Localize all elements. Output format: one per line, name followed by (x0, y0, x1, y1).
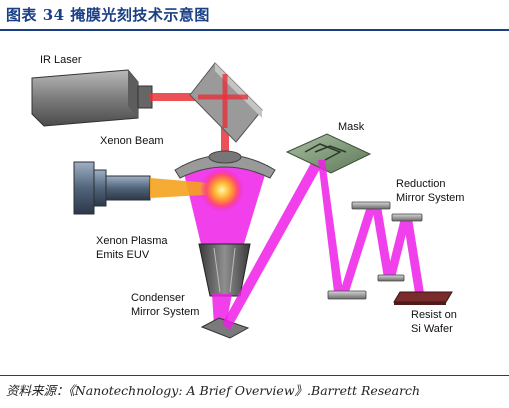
reduction-mirror-4 (327, 290, 367, 300)
euv-lithography-diagram: IR Laser Xenon Beam Xenon Plasma Emits E… (31, 54, 464, 339)
label-condenser-1: Condenser (131, 292, 185, 304)
label-reduction-2: Mirror System (396, 192, 464, 204)
xenon-plasma (200, 168, 244, 212)
reduction-mirrors (327, 201, 423, 300)
source-note: 资料来源：《Nanotechnology: A Brief Overview》.… (6, 383, 421, 398)
si-wafer (393, 291, 453, 305)
label-condenser-2: Mirror System (131, 306, 199, 318)
ir-laser (31, 69, 153, 127)
figure-title: 图表 34 掩膜光刻技术示意图 (6, 6, 210, 24)
steering-mirror (200, 317, 250, 339)
label-xenon-plasma-1: Xenon Plasma (96, 235, 168, 247)
mask (285, 133, 372, 174)
reduction-mirror-3 (377, 274, 405, 282)
reduction-beam-path (318, 160, 424, 293)
reduction-mirror-1 (351, 201, 391, 210)
label-xenon-beam: Xenon Beam (100, 135, 164, 147)
label-resist-1: Resist on (411, 309, 457, 321)
label-reduction-1: Reduction (396, 178, 446, 190)
label-mask: Mask (338, 121, 365, 133)
footer-rule (0, 375, 509, 376)
figure-header: 图表 34 掩膜光刻技术示意图 (0, 0, 509, 31)
collector-dome (174, 150, 276, 179)
xenon-nozzle (73, 161, 151, 215)
euv-beam-to-mask (222, 154, 326, 330)
label-xenon-plasma-2: Emits EUV (96, 249, 150, 261)
label-ir-laser: IR Laser (40, 54, 82, 66)
prism-mirror (189, 62, 263, 143)
reduction-mirror-2 (391, 213, 423, 222)
label-resist-2: Si Wafer (411, 323, 453, 335)
header-rule (0, 29, 509, 31)
